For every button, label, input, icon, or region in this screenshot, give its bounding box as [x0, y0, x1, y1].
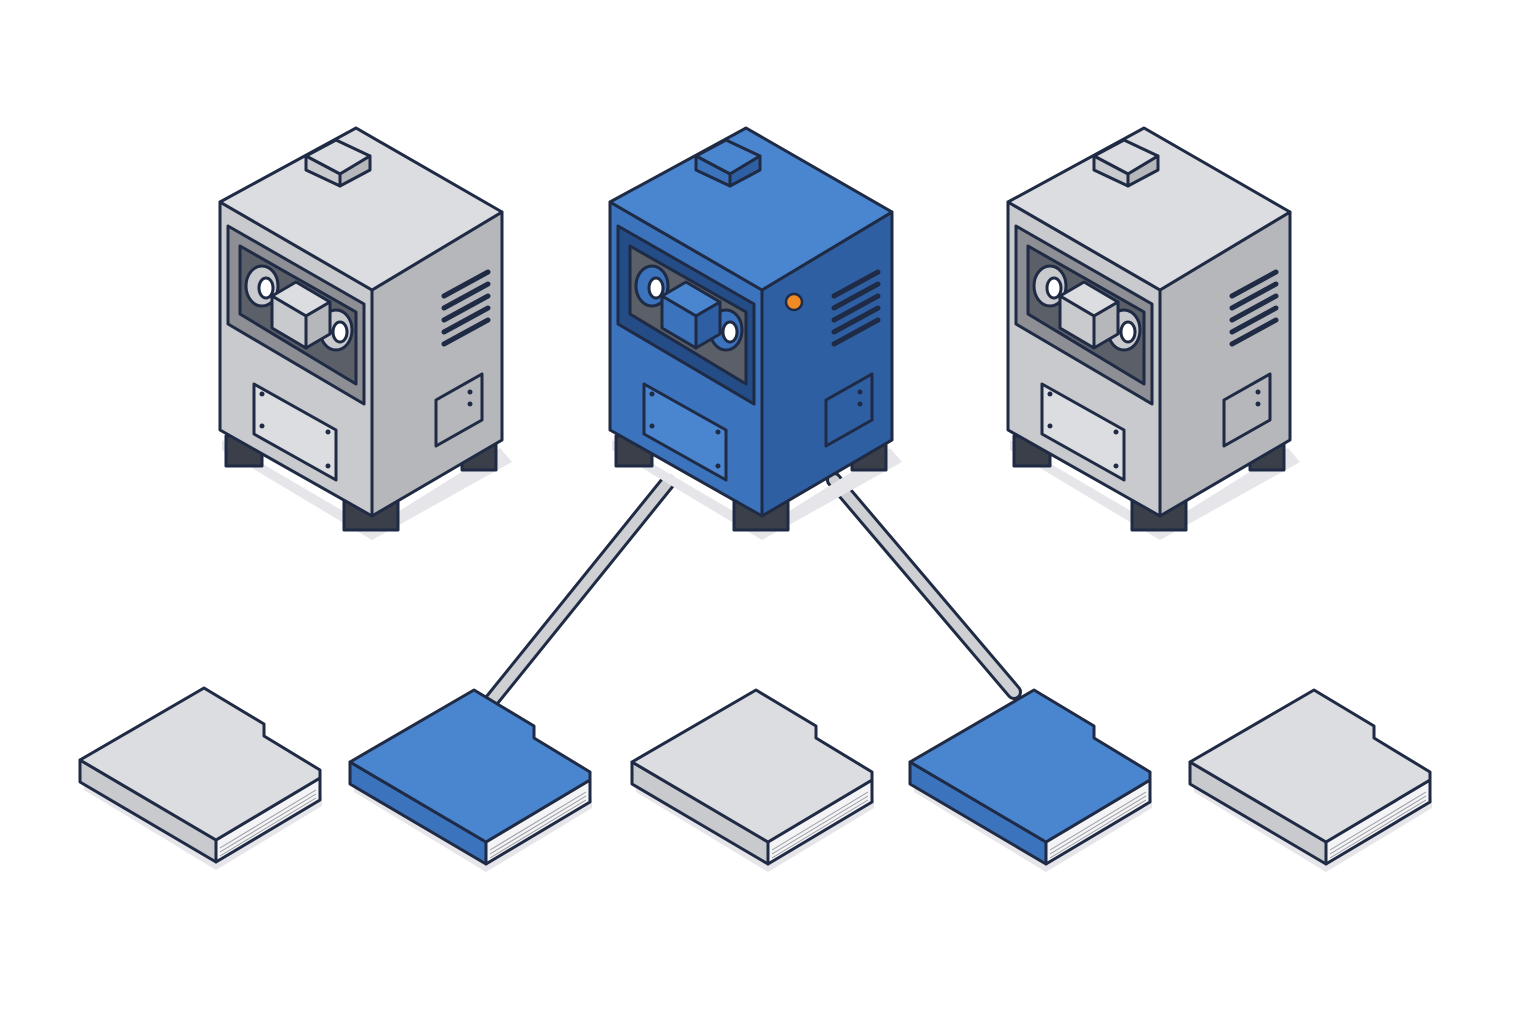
plate-screw [649, 423, 655, 429]
machine-right [1006, 126, 1300, 540]
book-cover [908, 688, 1152, 844]
roller-hub [257, 276, 275, 300]
vent-slot [441, 269, 491, 299]
top-block-side [728, 154, 762, 188]
machine-center [608, 126, 902, 540]
vent-slot [1229, 293, 1279, 323]
press-block-side [694, 300, 722, 350]
machine-front-plate [642, 382, 728, 482]
plate-screw [259, 423, 265, 429]
book-4 [908, 688, 1152, 872]
vent-slot [441, 317, 491, 347]
vent-slot [1229, 305, 1279, 335]
page-line [219, 797, 317, 857]
plate-screw [259, 391, 265, 397]
side-panel-dot [467, 401, 473, 407]
indicator-light-icon [784, 292, 804, 312]
top-block-side [1126, 154, 1160, 188]
connector-fill [487, 477, 673, 705]
page-line [219, 789, 317, 849]
vent-slot [441, 305, 491, 335]
press-block-side [1092, 300, 1120, 350]
page-line [771, 799, 869, 859]
vent-slot [441, 281, 491, 311]
plate-screw [715, 463, 721, 469]
vent-slot [1229, 269, 1279, 299]
page-line [489, 791, 587, 851]
plate-screw [1047, 423, 1053, 429]
plate-screw [649, 391, 655, 397]
machine-shadow [1010, 440, 1300, 540]
book-cover [78, 686, 322, 842]
book-cover [630, 688, 874, 844]
page-line [219, 793, 317, 853]
page-line [1049, 799, 1147, 859]
connector-machine-center-book-4 [826, 472, 1022, 700]
page-line [1329, 791, 1427, 851]
page-line [1329, 799, 1427, 859]
plate-screw [325, 463, 331, 469]
press-block-side [304, 300, 332, 350]
plate-screw [715, 429, 721, 435]
plate-screw [1113, 463, 1119, 469]
top-block-side [338, 154, 372, 188]
vent-slot [831, 317, 881, 347]
book-2 [348, 688, 592, 872]
connectors [484, 472, 1022, 708]
vent-slot [831, 281, 881, 311]
side-panel-dot [467, 389, 473, 395]
book-cover [348, 688, 592, 844]
book-cover [1188, 688, 1432, 844]
machine-shadow [612, 440, 902, 540]
vent-slot [1229, 317, 1279, 347]
side-panel-dot [1255, 389, 1261, 395]
vent-slot [831, 305, 881, 335]
vent-slot [831, 269, 881, 299]
side-panel-dot [857, 389, 863, 395]
plate-screw [325, 429, 331, 435]
roller-hub [1119, 320, 1137, 344]
page-line [771, 791, 869, 851]
roller-hub [721, 320, 739, 344]
roller-hub [331, 320, 349, 344]
connector-machine-center-book-2 [484, 474, 676, 708]
vent-slot [831, 293, 881, 323]
page-line [489, 799, 587, 859]
page-line [1049, 795, 1147, 855]
machine-shadow [222, 440, 512, 540]
vent-slot [1229, 281, 1279, 311]
book-1 [78, 686, 322, 870]
book-5 [1188, 688, 1432, 872]
page-line [771, 795, 869, 855]
vent-slot [441, 293, 491, 323]
page-line [1049, 791, 1147, 851]
roller-hub [1045, 276, 1063, 300]
machine-front-plate [252, 382, 338, 482]
plate-screw [1047, 391, 1053, 397]
connector-fill [829, 475, 1019, 697]
side-panel-dot [857, 401, 863, 407]
roller-hub [647, 276, 665, 300]
plate-screw [1113, 429, 1119, 435]
book-3 [630, 688, 874, 872]
machine-front-plate [1040, 382, 1126, 482]
side-panel-dot [1255, 401, 1261, 407]
page-line [489, 795, 587, 855]
machine-left [218, 126, 512, 540]
page-line [1329, 795, 1427, 855]
